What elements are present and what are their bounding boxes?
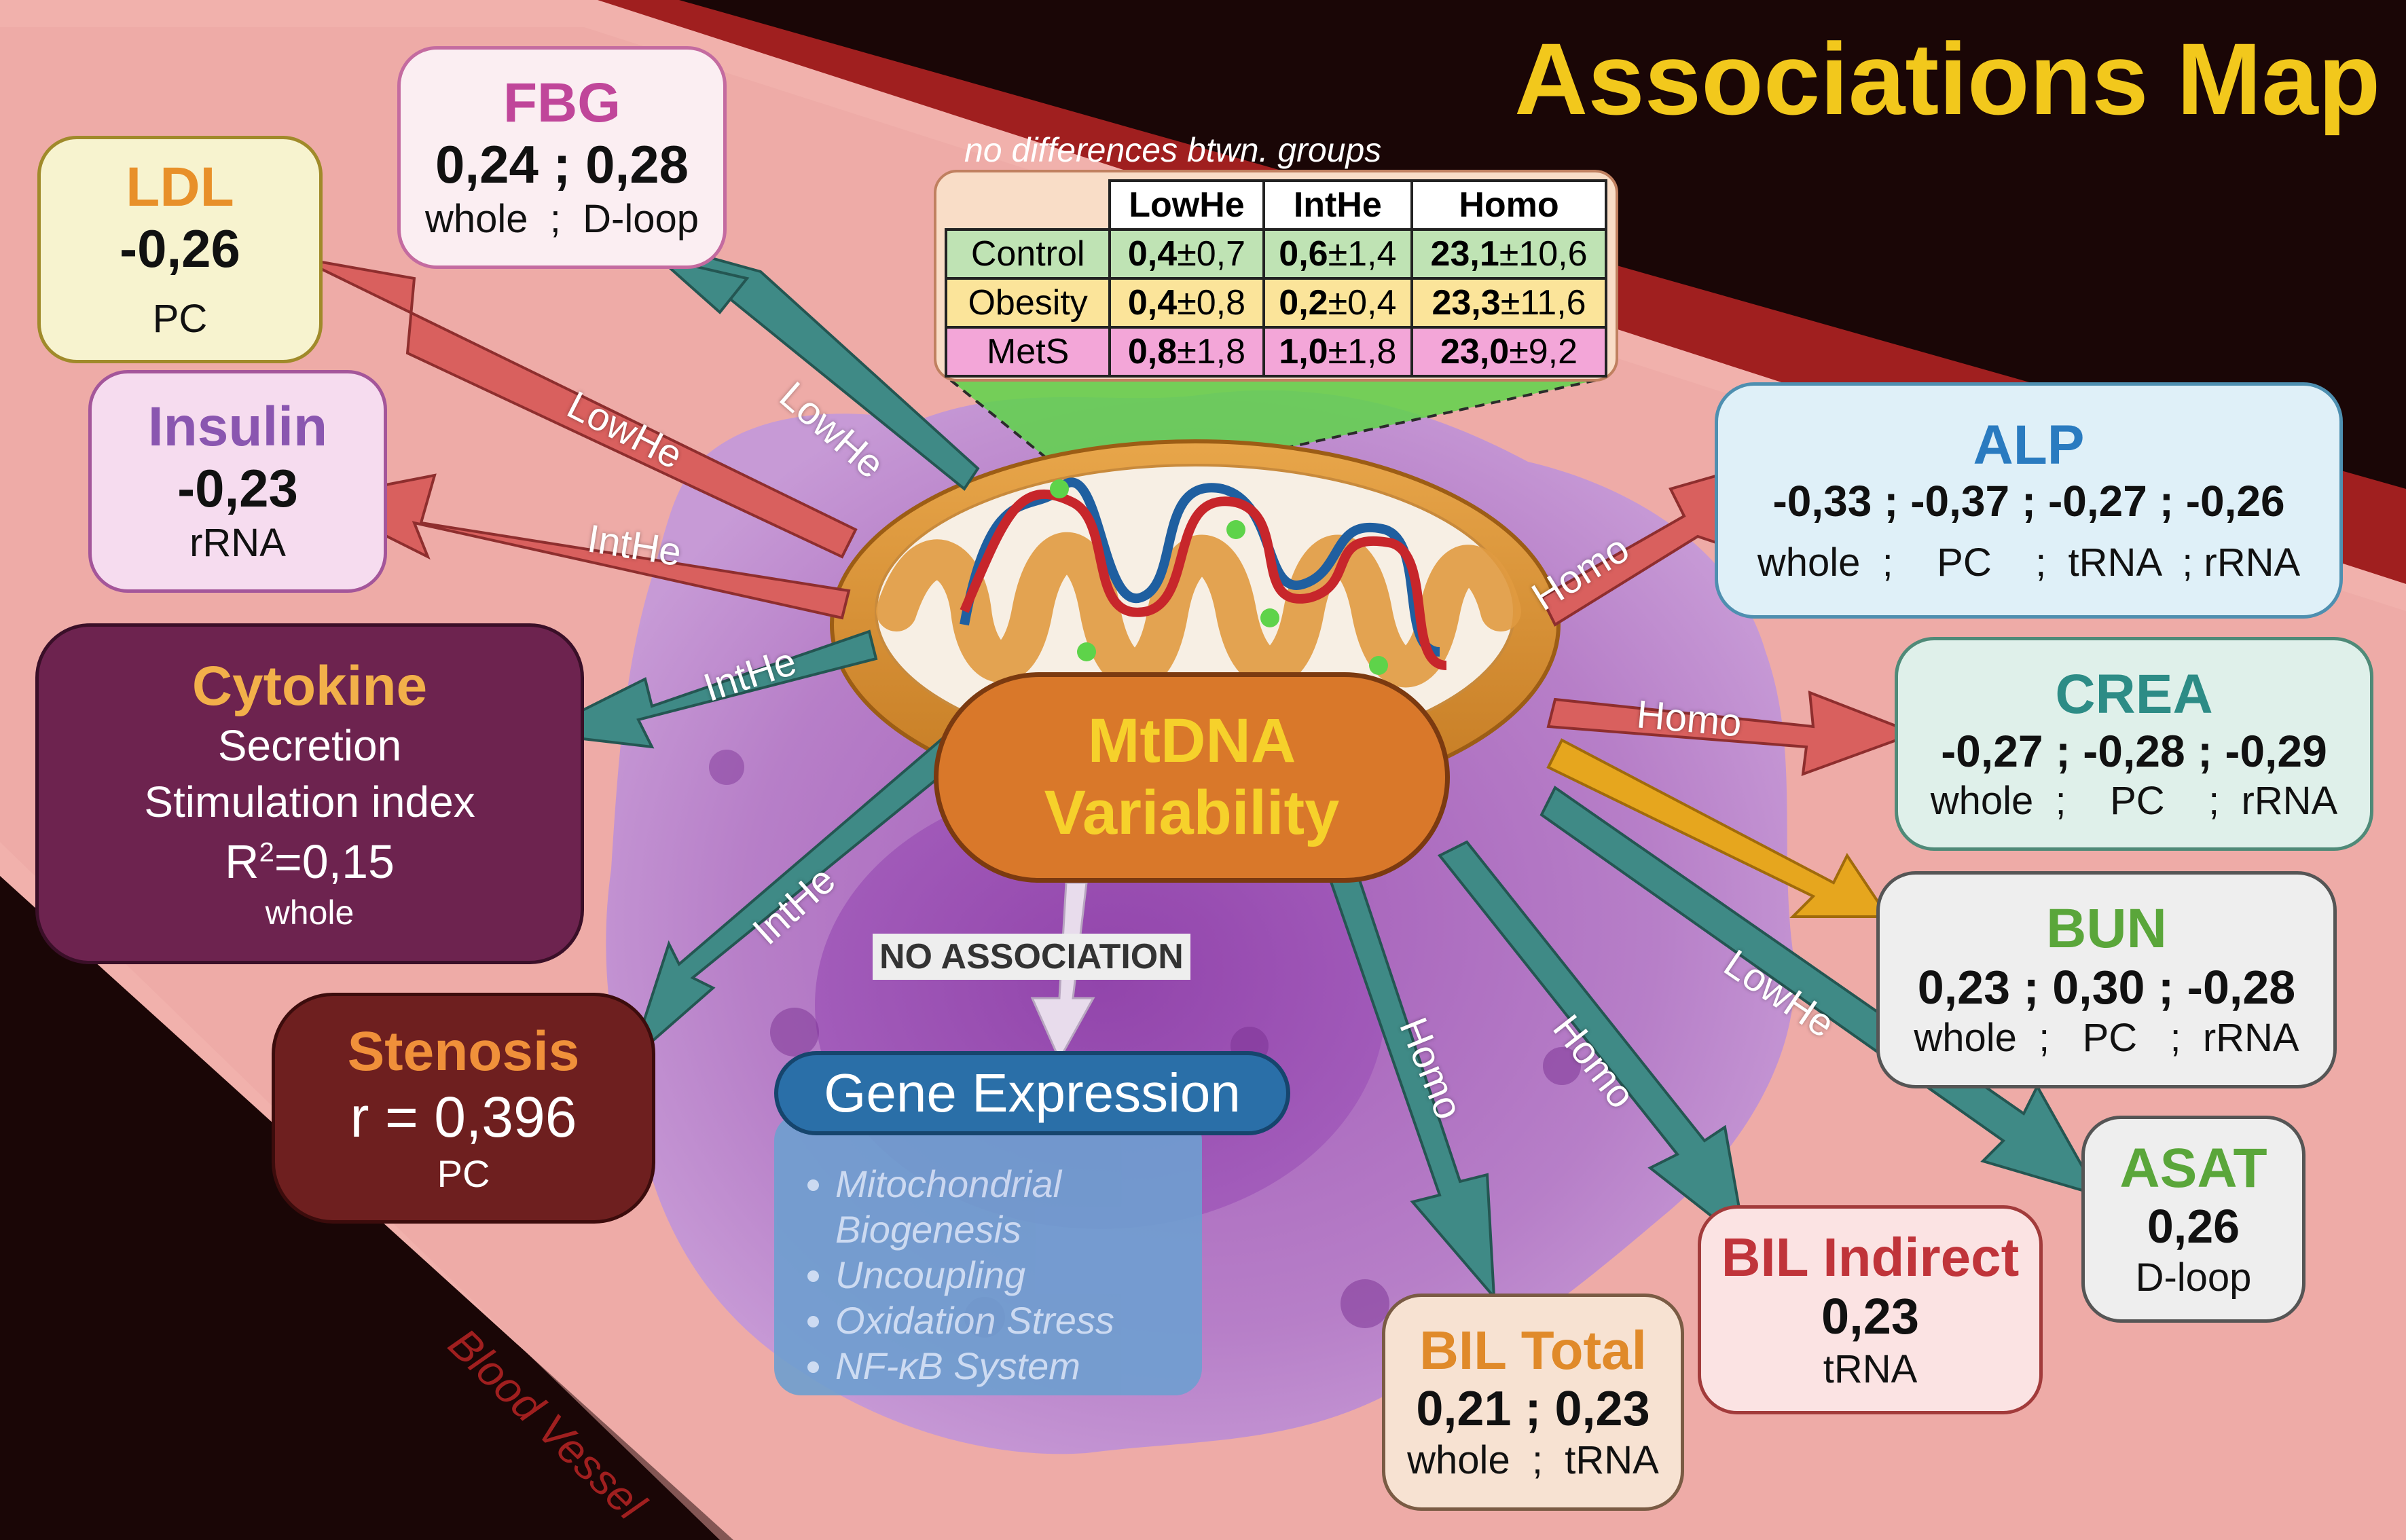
node-bil-total-value: 0,21 ; 0,23 [1416,1381,1650,1436]
node-cytokine-line2: Stimulation index [144,777,475,827]
association-arrows [298,243,2102,1301]
node-crea: CREA -0,27 ; -0,28 ; -0,29 whole ; PC ; … [1895,637,2373,851]
group-table-note: no differences btwn. groups [964,131,1382,169]
node-ldl-value: -0,26 [120,218,240,278]
list-item: Oxidation Stress [835,1298,1202,1343]
col-homo: Homo [1410,179,1607,231]
node-alp-sub: whole ; PC ; tRNA ; rRNA [1757,540,2301,585]
group-table-panel: LowHe IntHe Homo Control 0,4±0,7 0,6±1,4… [934,170,1618,382]
no-association-label: NO ASSOCIATION [873,934,1190,980]
arrow-ldl [298,257,858,559]
arrow-crea [1546,690,1919,776]
node-fbg-sub: whole ; D-loop [425,196,699,241]
node-cytokine-line1: Secretion [217,721,402,771]
node-asat-sub: D-loop [2135,1255,2252,1300]
table-cell: 0,8±1,8 [1108,326,1265,378]
table-cell: 23,3±11,6 [1410,277,1607,329]
node-bil-total-sub: whole ; tRNA [1407,1438,1659,1483]
node-alp: ALP -0,33 ; -0,37 ; -0,27 ; -0,26 whole … [1715,382,2343,619]
node-insulin-sub: rRNA [189,520,286,565]
table-row: Control 0,4±0,7 0,6±1,4 23,1±10,6 [944,228,1607,280]
gene-expression-list: Mitochondrial Biogenesis Uncoupling Oxid… [774,1114,1202,1389]
node-bil-indirect-value: 0,23 [1821,1288,1920,1345]
node-insulin: Insulin -0,23 rRNA [88,370,387,593]
node-cytokine-title: Cytokine [192,655,428,718]
gene-expression-panel: Mitochondrial Biogenesis Uncoupling Oxid… [774,1114,1202,1395]
node-bil-indirect-title: BIL Indirect [1721,1226,2020,1287]
list-item: Mitochondrial [835,1161,1202,1207]
arrow-bun [1546,738,1891,918]
node-fbg: FBG 0,24 ; 0,28 whole ; D-loop [397,46,727,269]
node-stenosis-title: Stenosis [347,1021,580,1083]
node-ldl: LDL -0,26 PC [37,136,323,363]
node-crea-sub: whole ; PC ; rRNA [1930,778,2338,823]
center-label-line1: MtDNA [1087,706,1296,776]
table-cell: 23,1±10,6 [1410,228,1607,280]
node-insulin-title: Insulin [147,396,328,458]
node-asat: ASAT 0,26 D-loop [2081,1116,2305,1323]
list-item: Uncoupling [835,1252,1202,1298]
table-cell: 0,6±1,4 [1262,228,1414,280]
arrow-asat [1539,786,2102,1198]
col-lowhe: LowHe [1108,179,1265,231]
table-row: Obesity 0,4±0,8 0,2±0,4 23,3±11,6 [944,277,1607,329]
center-label-line2: Variability [1044,778,1340,847]
page-title: Associations Map [1514,22,2381,136]
node-bil-total-title: BIL Total [1419,1320,1647,1380]
node-asat-value: 0,26 [2147,1200,2240,1253]
node-asat-title: ASAT [2119,1137,2267,1199]
node-stenosis-sub: PC [437,1152,490,1195]
node-crea-title: CREA [2055,663,2213,725]
arrow-bil-total [1322,854,1496,1301]
table-cell: 0,4±0,8 [1108,277,1265,329]
list-item: NF-κB System [835,1343,1202,1389]
row-group: MetS [944,326,1112,378]
node-ldl-sub: PC [152,297,208,342]
node-bil-indirect-sub: tRNA [1823,1346,1918,1391]
edge-label-crea: Homo [1635,692,1744,746]
node-bun-sub: whole ; PC ; rRNA [1914,1016,2299,1061]
node-bil-indirect: BIL Indirect 0,23 tRNA [1698,1205,2043,1414]
row-group: Obesity [944,277,1112,329]
node-fbg-title: FBG [503,72,621,134]
table-cell: 0,2±0,4 [1262,277,1414,329]
node-cytokine-sub: whole [265,893,354,932]
center-node-mtdna-variability: MtDNA Variability [934,672,1450,883]
table-cell: 23,0±9,2 [1410,326,1607,378]
table-row: MetS 0,8±1,8 1,0±1,8 23,0±9,2 [944,326,1607,378]
arrow-bil-indirect [1437,840,1747,1246]
arrow-cytokine [532,629,878,749]
node-stenosis: Stenosis r = 0,396 PC [272,993,655,1224]
node-fbg-value: 0,24 ; 0,28 [435,134,689,195]
node-stenosis-value: r = 0,396 [350,1085,577,1150]
list-item: Biogenesis [835,1208,1021,1251]
node-alp-title: ALP [1973,414,2085,477]
node-ldl-title: LDL [126,155,234,218]
node-insulin-value: -0,23 [177,458,298,519]
gene-expression-title: Gene Expression [774,1051,1290,1135]
table-cell: 1,0±1,8 [1262,326,1414,378]
col-inthe: IntHe [1262,179,1414,231]
node-bun-title: BUN [2046,898,2167,960]
node-crea-value: -0,27 ; -0,28 ; -0,29 [1941,725,2327,776]
group-table-header: LowHe IntHe Homo [946,179,1607,231]
node-alp-value: -0,33 ; -0,37 ; -0,27 ; -0,26 [1772,477,2285,526]
node-bun-value: 0,23 ; 0,30 ; -0,28 [1917,960,2296,1014]
node-cytokine: Cytokine Secretion Stimulation index R2=… [35,623,584,964]
node-bil-total: BIL Total 0,21 ; 0,23 whole ; tRNA [1382,1294,1684,1511]
row-group: Control [944,228,1112,280]
group-table: LowHe IntHe Homo Control 0,4±0,7 0,6±1,4… [944,179,1607,378]
node-cytokine-r2: R2=0,15 [225,835,395,888]
table-cell: 0,4±0,7 [1108,228,1265,280]
node-bun: BUN 0,23 ; 0,30 ; -0,28 whole ; PC ; rRN… [1876,871,2337,1088]
